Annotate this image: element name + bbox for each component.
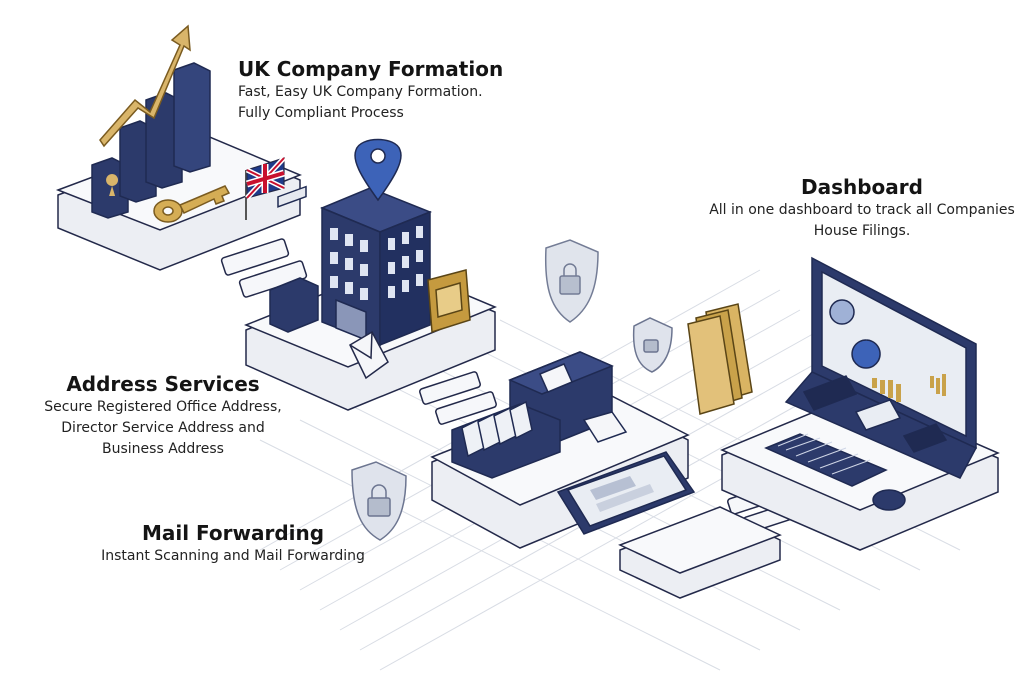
formation-title: UK Company Formation	[238, 57, 504, 81]
tablet-icon	[556, 451, 696, 535]
address-line-1: Secure Registered Office Address,	[44, 399, 282, 415]
dashboard-line-1: All in one dashboard to track all Compan…	[709, 202, 1015, 218]
mail-line-1: Instant Scanning and Mail Forwarding	[101, 548, 365, 564]
formation-line-2: Fully Compliant Process	[238, 105, 404, 121]
formation-text: UK Company Formation Fast, Easy UK Compa…	[238, 56, 538, 124]
mail-scanner-icon	[451, 351, 628, 479]
dashboard-title: Dashboard	[801, 175, 923, 199]
address-line-3: Business Address	[102, 441, 224, 457]
formation-line-1: Fast, Easy UK Company Formation.	[238, 84, 483, 100]
mail-title: Mail Forwarding	[141, 521, 325, 545]
envelope-icon	[349, 330, 389, 380]
documents-icon	[687, 303, 753, 415]
dashboard-text: Dashboard All in one dashboard to track …	[700, 174, 1024, 242]
mailbox-icon	[269, 185, 319, 333]
shield-lock-icon	[544, 239, 599, 323]
mail-text: Mail Forwarding Instant Scanning and Mai…	[80, 520, 386, 567]
address-line-2: Director Service Address and	[61, 420, 265, 436]
uk-flag-icon	[245, 156, 286, 220]
address-title: Address Services	[66, 372, 260, 396]
tablet-platform	[618, 506, 782, 599]
office-building-icon	[320, 187, 433, 347]
address-text: Address Services Secure Registered Offic…	[20, 371, 306, 460]
laptop-dashboard-icon	[764, 256, 978, 487]
dashboard-line-2: House Filings.	[813, 223, 911, 239]
location-pin-icon	[354, 138, 402, 202]
certificate-icon	[427, 269, 471, 333]
growth-chart-icon	[91, 24, 211, 219]
mouse-icon	[872, 489, 906, 511]
key-icon	[153, 185, 231, 223]
shield-lock-icon	[351, 461, 407, 541]
connector-steps	[220, 238, 796, 534]
shield-lock-icon	[632, 317, 673, 373]
